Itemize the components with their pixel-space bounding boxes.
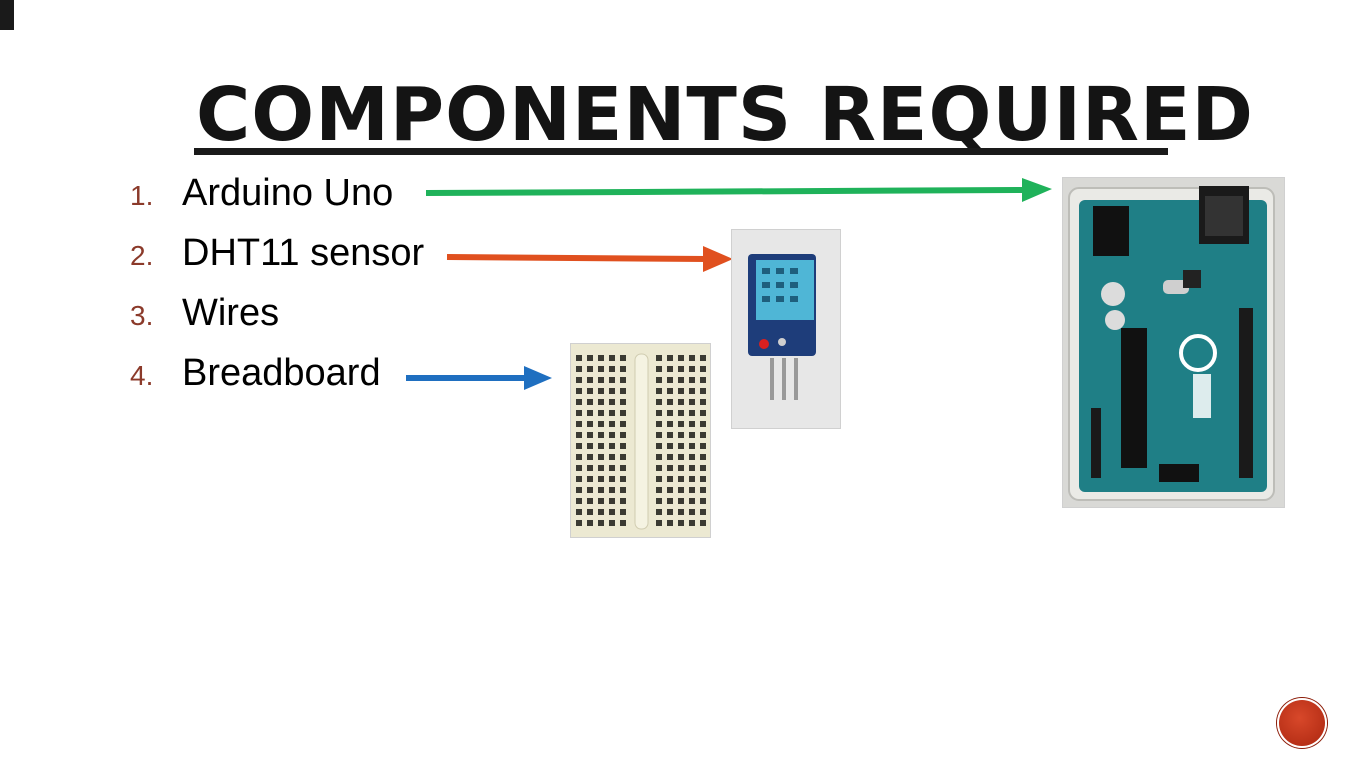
list-item-label: DHT11 sensor <box>182 232 425 274</box>
next-slide-button[interactable] <box>1277 698 1327 748</box>
list-item-number: 3. <box>130 300 154 331</box>
breadboard-icon <box>571 344 710 537</box>
corner-tab <box>0 0 14 30</box>
list-item-label: Breadboard <box>182 352 381 394</box>
dht11-sensor-icon <box>732 230 840 428</box>
breadboard-photo <box>570 343 711 538</box>
list-item-label: Wires <box>182 292 280 334</box>
list-item-number: 4. <box>130 360 154 391</box>
list-item-label: Arduino Uno <box>182 172 394 214</box>
arduino-uno-board-icon <box>1063 178 1284 507</box>
title-underline <box>194 148 1168 155</box>
dht11-arrow-icon <box>446 246 733 272</box>
list-item-number: 2. <box>130 240 154 271</box>
dht11-sensor-photo <box>731 229 841 429</box>
slide-title: COMPONENTS REQUIRED <box>196 72 1254 158</box>
arduino-arrow-icon <box>425 178 1052 202</box>
breadboard-arrow-icon <box>406 366 552 390</box>
list-item-number: 1. <box>130 180 154 211</box>
arduino-uno-photo <box>1062 177 1285 508</box>
